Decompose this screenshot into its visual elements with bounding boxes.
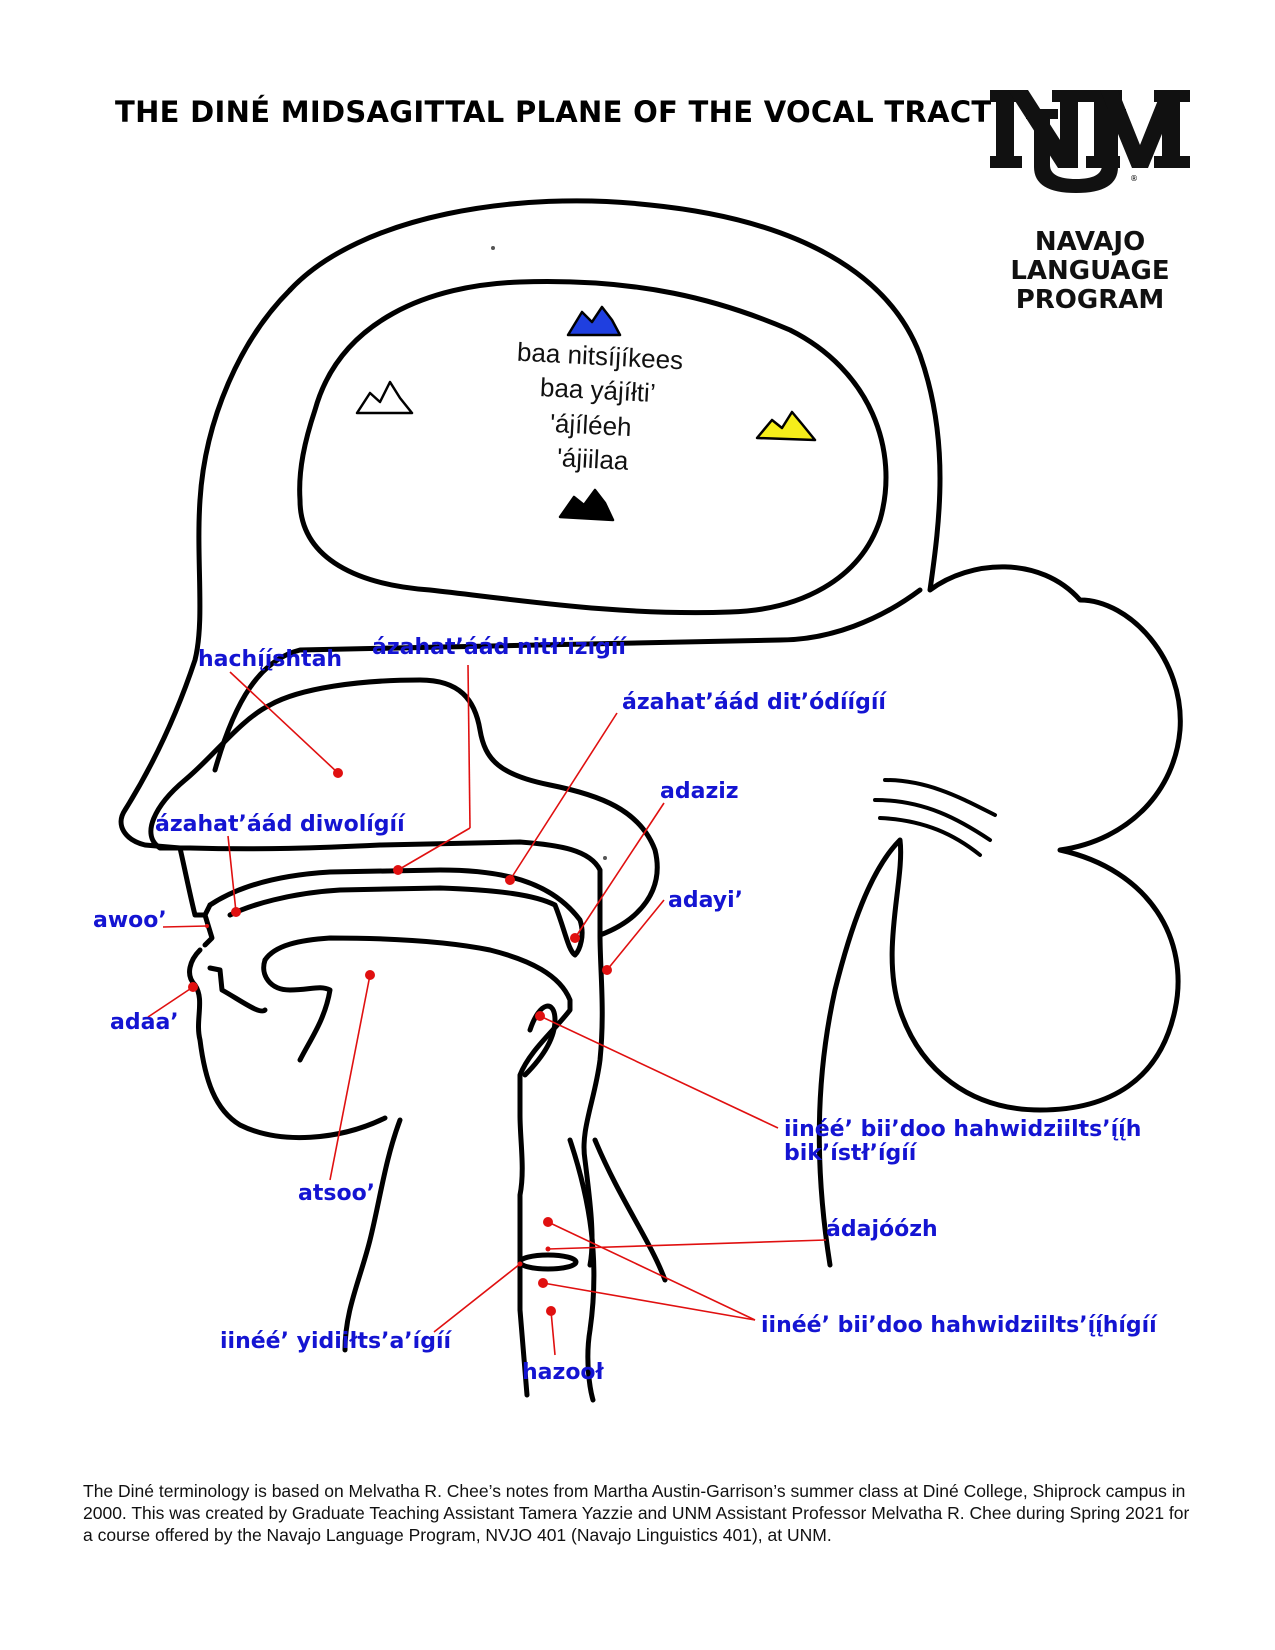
label-teeth: awoo’ — [93, 908, 167, 933]
neck-front — [342, 1117, 403, 1353]
logo-line-1: NAVAJO — [1034, 227, 1146, 257]
label-nasal-cavity: hachį́į́shtah — [198, 647, 343, 672]
head-outline — [287, 198, 1183, 1268]
esophagus-line-2 — [592, 1137, 668, 1283]
footer-credits: The Diné terminology is based on Melvath… — [83, 1481, 1190, 1545]
mountain-left-icon — [355, 380, 414, 415]
lower-teeth-outline — [207, 965, 268, 1014]
brain-text-line-4: 'ájiilaa — [556, 442, 630, 476]
label-pharynx: adayi’ — [668, 888, 744, 913]
upper-lip-outline — [177, 845, 213, 918]
label-lips: adaa’ — [110, 1010, 179, 1035]
page-title: THE DINÉ MIDSAGITTAL PLANE OF THE VOCAL … — [115, 95, 992, 129]
pointer-lines — [147, 664, 827, 1356]
logo-line-2: LANGUAGE — [1010, 256, 1170, 286]
unm-monogram-icon: ® — [990, 90, 1190, 193]
brain-outline — [297, 279, 889, 616]
label-tongue: atsoo’ — [298, 1181, 376, 1206]
label-soft-palate: ázahat’áád dit’ódíígíí — [622, 690, 886, 715]
face-outline — [118, 287, 293, 851]
tongue-outline — [262, 935, 573, 1398]
mountain-right-icon — [755, 410, 817, 442]
logo-line-3: PROGRAM — [1015, 285, 1165, 315]
label-hard-palate: ázahat’áád nitł’izígíí — [372, 635, 626, 660]
lower-lip-outline — [187, 947, 388, 1141]
pointer-dots — [188, 768, 612, 1316]
upper-teeth-outline — [202, 912, 215, 948]
brain-text-line-3: 'ájíléeh — [549, 407, 633, 443]
label-epiglottis-line-1: iinéé’ bii’doo hahwidziilts’į́į́h — [784, 1117, 1142, 1142]
brain-text-line-2: baa yájíłti’ — [539, 371, 657, 409]
label-alveolar-ridge: ázahat’áád diwolígíí — [155, 812, 405, 837]
label-vocal-folds: iinéé’ bii’doo hahwidziilts’į́į́hígíí — [761, 1313, 1157, 1338]
label-larynx: iinéé’ yidiiłts’a’ígíí — [220, 1329, 452, 1354]
svg-text:®: ® — [1130, 174, 1138, 183]
label-uvula: adaziz — [660, 779, 739, 804]
navajo-language-program-wordmark: NAVAJO LANGUAGE PROGRAM — [995, 228, 1185, 315]
unm-logo: ® — [990, 85, 1190, 315]
nasal-cavity-outline — [148, 677, 660, 938]
glottis-ring — [517, 1252, 579, 1272]
inner-skull-line — [212, 587, 923, 773]
mountain-top-icon — [566, 305, 622, 337]
esophagus-line-1 — [567, 1137, 597, 1403]
palate-outline — [207, 867, 585, 958]
mountain-bottom-icon — [558, 488, 615, 522]
label-trachea: hazooł — [522, 1360, 604, 1385]
label-glottis: ádajóózh — [826, 1217, 938, 1242]
label-epiglottis-line-2: bik’ístł’ígíí — [784, 1141, 917, 1166]
tongue-underside — [261, 957, 333, 1063]
ear-lines — [873, 778, 997, 857]
